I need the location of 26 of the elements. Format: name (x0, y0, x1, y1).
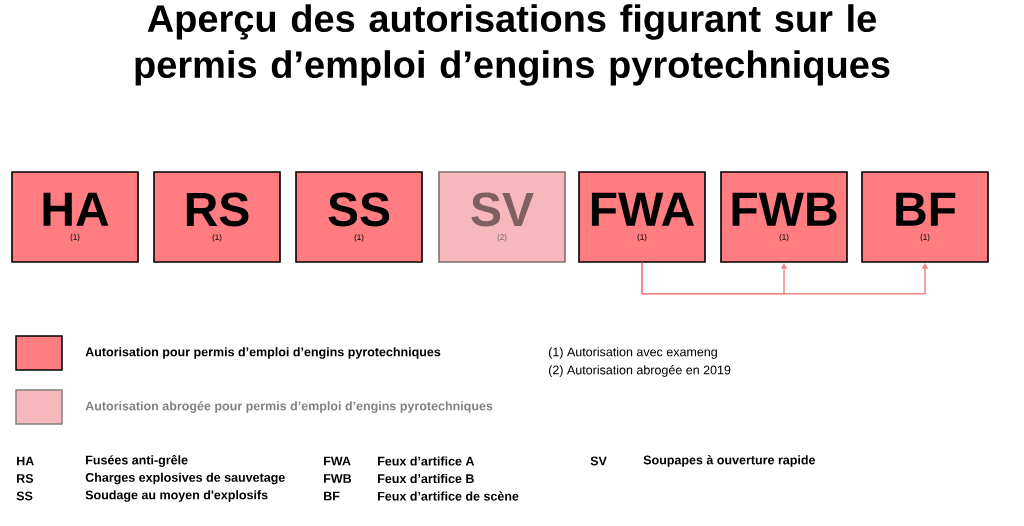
permit-box: FWA (1) (578, 171, 706, 263)
abbreviation-meaning: Charges explosives de sauvetage (85, 472, 285, 485)
permit-box: SV (2) (438, 171, 566, 263)
permit-box: BF (1) (861, 171, 989, 263)
abbreviation-meaning: Feux d’artifice A (378, 456, 475, 466)
permit-box: RS (1) (153, 171, 281, 263)
footnote: (2) Autorisation abrogée en 2019 (549, 365, 731, 377)
footnote: (1) Autorisation avec exameng (549, 347, 717, 359)
abbreviation-meaning: Feux d’artifice B (378, 473, 474, 484)
abbreviation-meaning: Soudage au moyen d'explosifs (85, 490, 268, 502)
abbreviation-meaning: Soupapes à ouverture rapide (643, 455, 816, 467)
title: Aperçu des autorisations figurant sur le permis d’emploi d’engins pyrotechniques (135, 4, 890, 86)
abbreviation-meaning: Fusées anti-grêle (86, 455, 188, 467)
abbreviation: FWB (324, 474, 352, 483)
abbreviation: RS (17, 474, 34, 483)
abbreviation: SS (16, 491, 33, 501)
permit-box: HA (1) (11, 171, 139, 263)
permit-box: FWB (1) (720, 171, 848, 263)
permit-box: SS (1) (295, 171, 423, 263)
legend-text: Autorisation pour permis d’emploi d’engins pyrotechniques (85, 347, 441, 359)
abbreviation: SV (590, 456, 607, 466)
abbreviation: HA (17, 456, 34, 466)
abbreviation: BF (324, 491, 340, 501)
abbreviation: FWA (324, 456, 351, 466)
abbreviation-meaning: Feux d’artifice de scène (378, 491, 519, 501)
legend-text: Autorisation abrogée pour permis d’emploi d’engins pyrotechniques (85, 401, 493, 413)
